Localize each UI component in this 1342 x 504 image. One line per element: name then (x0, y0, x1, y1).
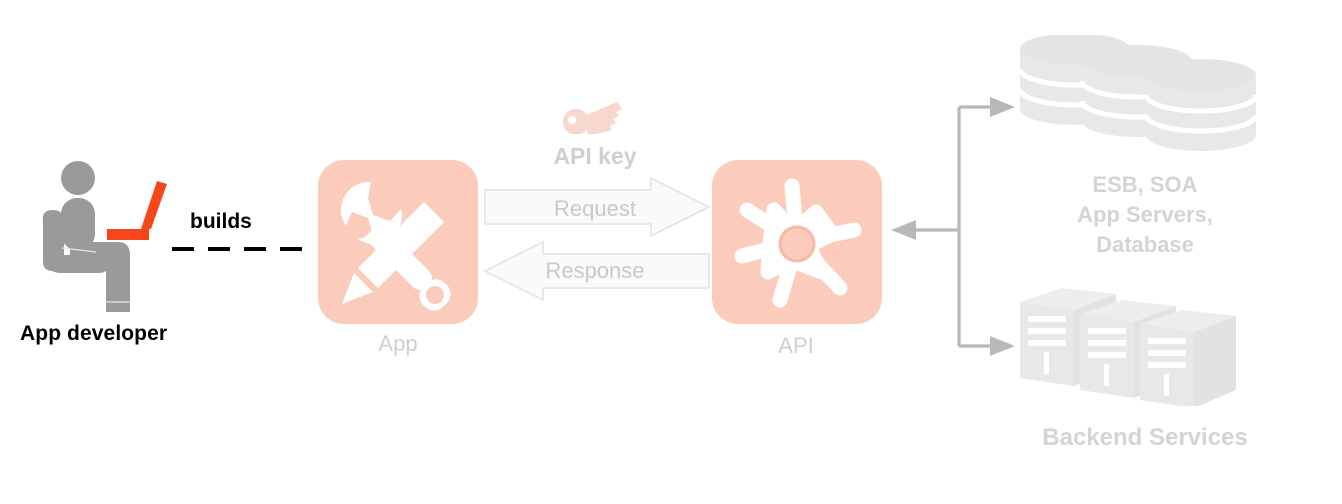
api-key-label: API key (553, 143, 637, 169)
backend-connector-lines (890, 90, 1020, 370)
backend-top-label-line-2: App Servers, (1077, 202, 1213, 227)
response-arrow-label: Response (545, 258, 645, 283)
builds-dashed-line (170, 240, 310, 251)
server-towers-icon (1020, 288, 1268, 408)
request-arrow-label: Request (554, 196, 636, 221)
api-hub-star-icon (734, 178, 862, 308)
app-developer-label: App developer (20, 322, 168, 345)
backend-bottom-label: Backend Services (1042, 424, 1248, 451)
response-arrow (483, 240, 711, 302)
person-sitting-with-laptop-icon (42, 161, 167, 312)
app-node[interactable] (318, 160, 478, 324)
database-stack-icon (1020, 35, 1268, 157)
api-node[interactable] (712, 160, 882, 324)
backend-top-label: ESB, SOA App Servers, Database (1012, 170, 1278, 260)
builds-link-label: builds (190, 210, 252, 233)
app-developer-figure (40, 160, 175, 312)
api-key-icon (562, 98, 624, 136)
api-node-label: API (778, 333, 814, 358)
app-node-label: App (378, 331, 418, 356)
request-arrow (483, 176, 711, 238)
backend-top-label-line-3: Database (1096, 232, 1194, 257)
wrench-and-pencil-icon (340, 181, 451, 311)
backend-top-label-line-1: ESB, SOA (1092, 172, 1198, 197)
